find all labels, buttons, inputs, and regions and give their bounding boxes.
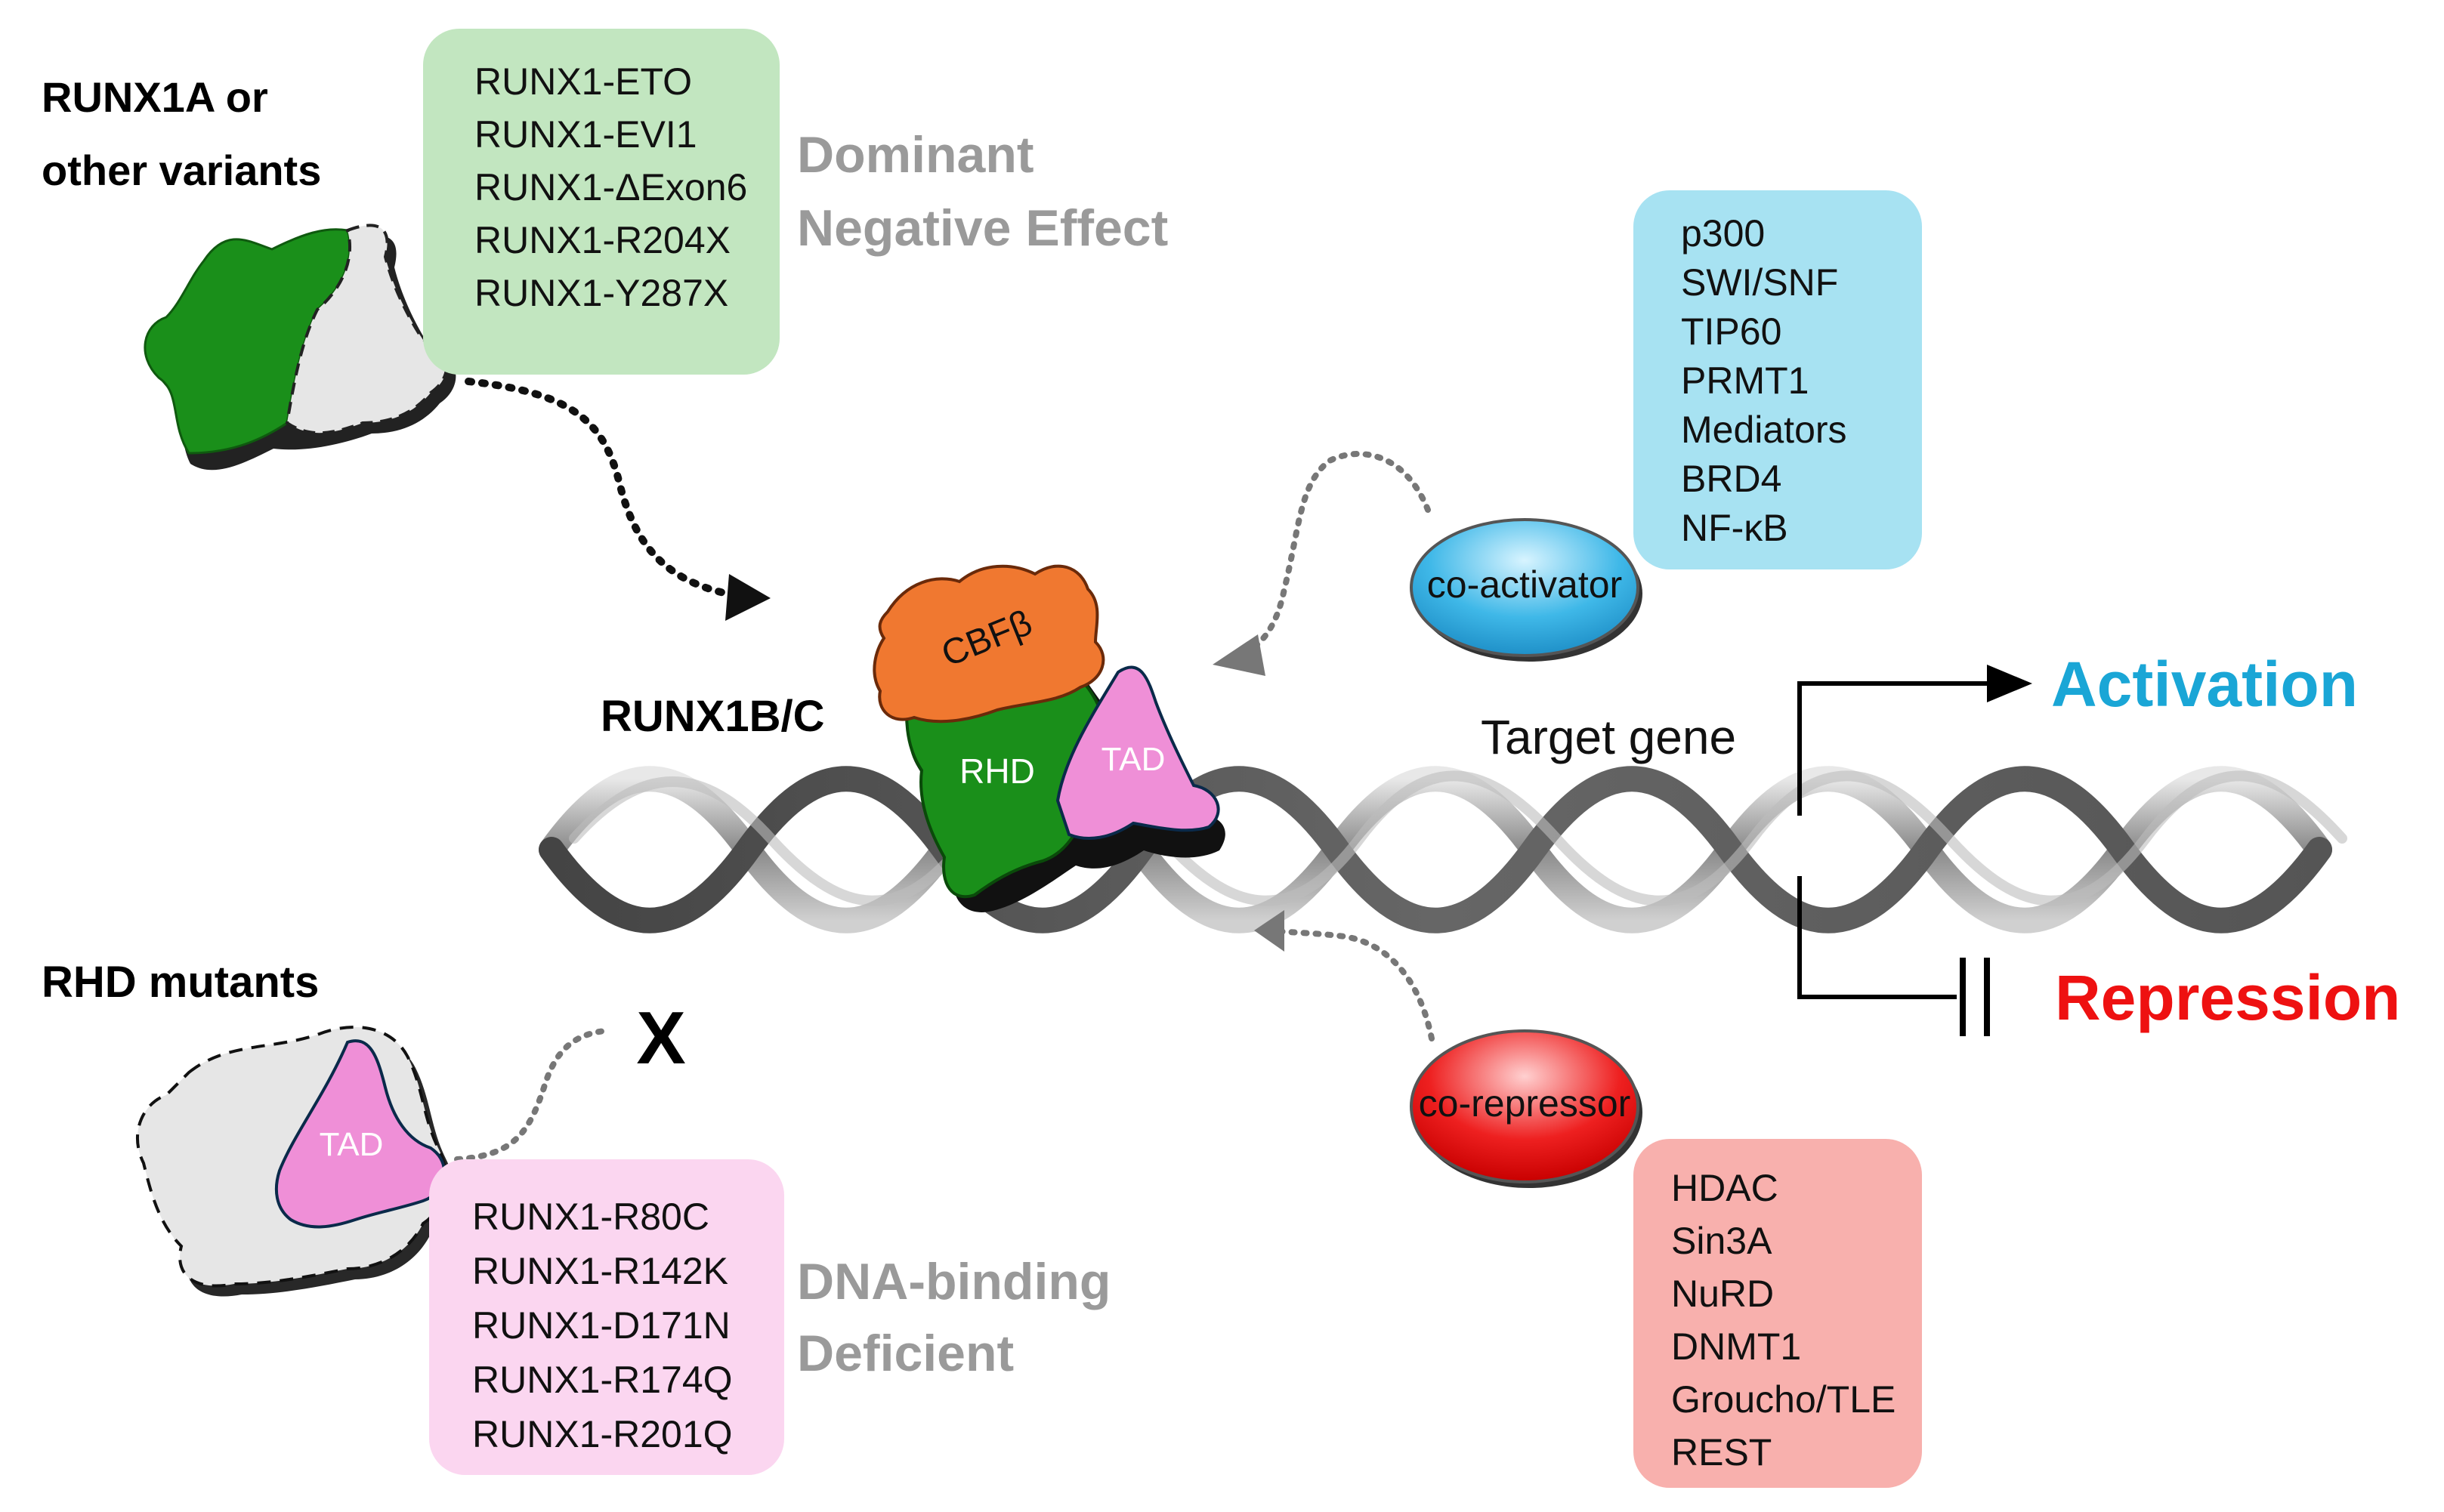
tad-domain <box>1055 665 1220 840</box>
dna-helix <box>539 766 2347 933</box>
coactivator-item-6: BRD4 <box>1681 458 1781 500</box>
runx1bc-label: RUNX1B/C <box>601 692 825 741</box>
corepressor-item-3: NuRD <box>1671 1273 1774 1315</box>
coactivator-box <box>1633 190 1922 569</box>
repression-label: Repression <box>2055 962 2401 1033</box>
activation-arrow <box>1797 681 1994 816</box>
rhd-mutant-tad-domain <box>274 1039 446 1229</box>
coactivator-item-3: TIP60 <box>1681 310 1781 353</box>
coactivator-item-2: SWI/SNF <box>1681 261 1838 304</box>
rhd-mutant-tad-label: TAD <box>320 1126 384 1163</box>
coactivator-item-7: NF-κB <box>1681 507 1788 549</box>
gene-output-arrows <box>1797 665 2032 1036</box>
dna-binding-effect-line1: DNA-binding <box>797 1253 1111 1310</box>
repression-line <box>1797 876 1957 999</box>
coactivator-item-5: Mediators <box>1681 409 1847 451</box>
dominant-variant-5: RUNX1-Y287X <box>474 272 728 314</box>
activation-label: Activation <box>2051 649 2358 720</box>
corepressor-item-5: Groucho/TLE <box>1671 1378 1896 1421</box>
coactivator-item-4: PRMT1 <box>1681 359 1809 402</box>
dominant-arrow-head <box>725 574 771 621</box>
corepressor-item-1: HDAC <box>1671 1167 1778 1209</box>
dominant-variant-2: RUNX1-EVI1 <box>474 113 697 156</box>
dna-binding-variant-5: RUNX1-R201Q <box>472 1413 733 1455</box>
dna-strand-front <box>539 766 2332 933</box>
corepressor-item-4: DNMT1 <box>1671 1325 1801 1368</box>
coactivator-item-1: p300 <box>1681 212 1765 255</box>
rhd-mutants-label: RHD mutants <box>42 958 319 1007</box>
dna-binding-variants-box <box>429 1159 784 1475</box>
rhd-mutant-dotted-arrow <box>454 1028 607 1162</box>
runx1bc-complex: CBFβ RHD TAD <box>873 564 1225 912</box>
dna-binding-effect-line2: Deficient <box>797 1325 1014 1382</box>
dna-binding-variant-3: RUNX1-D171N <box>472 1304 731 1347</box>
activation-arrow-head <box>1987 665 2032 702</box>
dominant-effect-line1: Dominant <box>797 126 1034 184</box>
coactivator-ellipse <box>1410 518 1639 657</box>
dominant-variant-3: RUNX1-ΔExon6 <box>474 166 747 208</box>
dna-binding-variant-1: RUNX1-R80C <box>472 1196 709 1238</box>
dominant-variant-4: RUNX1-R204X <box>474 219 731 261</box>
corepressor-list: HDAC Sin3A NuRD DNMT1 Groucho/TLE REST <box>1671 1167 1896 1473</box>
cbfb-domain <box>873 564 1105 724</box>
dominant-variants-box <box>423 29 780 375</box>
corepressor-item-6: REST <box>1671 1431 1772 1473</box>
runx1a-protein-icon <box>144 224 456 471</box>
dna-strand-back-2 <box>569 770 2347 906</box>
dna-binding-variant-2: RUNX1-R142K <box>472 1250 728 1292</box>
tad-label: TAD <box>1101 741 1166 778</box>
coactivator-label: co-activator <box>1427 563 1622 606</box>
rhd-mutant-protein-icon: TAD <box>136 1026 454 1297</box>
coactivator-arrow <box>1236 451 1431 660</box>
runx1a-truncated-domain <box>285 224 449 435</box>
dna-binding-variants-list: RUNX1-R80C RUNX1-R142K RUNX1-D171N RUNX1… <box>472 1196 733 1455</box>
rhd-label: RHD <box>959 751 1035 791</box>
corepressor-arrow-head <box>1254 910 1284 952</box>
dominant-variants-list: RUNX1-ETO RUNX1-EVI1 RUNX1-ΔExon6 RUNX1-… <box>474 60 747 314</box>
blocked-x-mark: X <box>636 996 685 1079</box>
target-gene-label: Target gene <box>1481 710 1736 764</box>
corepressor-ellipse <box>1410 1029 1639 1183</box>
dna-binding-variant-4: RUNX1-R174Q <box>472 1359 733 1401</box>
corepressor-arrow <box>1266 927 1435 1041</box>
coactivator-arrow-head <box>1213 634 1265 676</box>
dominant-arrow <box>465 378 748 600</box>
dominant-variant-1: RUNX1-ETO <box>474 60 692 103</box>
coactivator-list: p300 SWI/SNF TIP60 PRMT1 Mediators BRD4 … <box>1681 212 1847 549</box>
corepressor-item-2: Sin3A <box>1671 1220 1772 1262</box>
corepressor-label: co-repressor <box>1419 1082 1631 1125</box>
dominant-effect-line2: Negative Effect <box>797 199 1168 257</box>
runx1a-label-line2: other variants <box>42 147 321 194</box>
runx1a-label-line1: RUNX1A or <box>42 73 268 121</box>
corepressor-box <box>1633 1139 1922 1488</box>
